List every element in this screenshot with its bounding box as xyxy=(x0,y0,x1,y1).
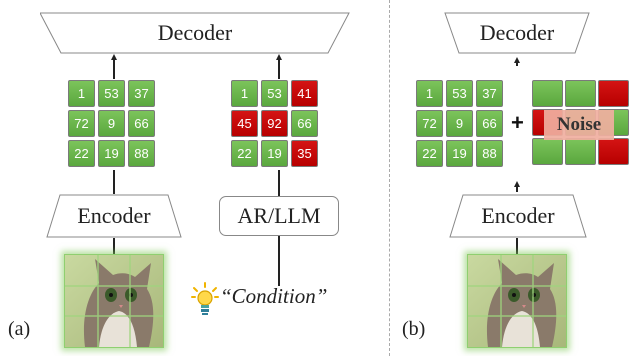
token-cell: 19 xyxy=(446,140,473,167)
arrow-line xyxy=(113,58,115,79)
token-cell: 19 xyxy=(98,140,125,167)
encoder-label: Encoder xyxy=(481,203,555,228)
panel-b-label: (b) xyxy=(402,318,426,340)
token-cell: 88 xyxy=(476,140,503,167)
lightbulb-icon xyxy=(191,282,219,318)
token-cell xyxy=(565,80,596,107)
cat-image-a xyxy=(64,254,164,348)
token-cell: 35 xyxy=(291,140,318,167)
decoder-label: Decoder xyxy=(479,20,555,45)
token-cell: 9 xyxy=(98,110,125,137)
arrowhead xyxy=(276,54,282,60)
token-cell: 66 xyxy=(128,110,155,137)
token-cell: 53 xyxy=(446,80,473,107)
noise-overlay: Noise xyxy=(544,110,614,140)
token-cell xyxy=(532,80,563,107)
arrow-line xyxy=(278,58,280,79)
token-cell: 72 xyxy=(416,110,443,137)
token-cell: 53 xyxy=(261,80,288,107)
token-cell: 22 xyxy=(231,140,258,167)
token-cell xyxy=(565,138,596,165)
ar-llm-block: AR/LLM xyxy=(219,196,339,236)
token-cell xyxy=(598,138,629,165)
arrow-line xyxy=(516,60,518,66)
token-cell: 1 xyxy=(416,80,443,107)
condition-label: “Condition” xyxy=(220,284,328,308)
token-cell: 9 xyxy=(446,110,473,137)
cat-image-b xyxy=(467,254,567,348)
token-cell: 19 xyxy=(261,140,288,167)
connector-line xyxy=(278,170,280,196)
arrowhead xyxy=(111,54,117,60)
encoder-block-a: Encoder xyxy=(46,194,182,238)
token-cell: 45 xyxy=(231,110,258,137)
connector-line xyxy=(113,238,115,256)
arrowhead xyxy=(514,57,520,63)
panel-a-label: (a) xyxy=(8,318,31,340)
arrow-line xyxy=(516,186,518,192)
token-cell: 22 xyxy=(68,140,95,167)
token-cell: 1 xyxy=(68,80,95,107)
decoder-block-a: Decoder xyxy=(40,12,350,54)
token-cell: 41 xyxy=(291,80,318,107)
token-cell: 53 xyxy=(98,80,125,107)
plus-sign: + xyxy=(511,110,524,135)
token-cell: 37 xyxy=(476,80,503,107)
decoder-block-b: Decoder xyxy=(444,12,590,54)
token-cell xyxy=(532,138,563,165)
token-cell: 88 xyxy=(128,140,155,167)
decoder-label: Decoder xyxy=(157,20,233,45)
token-cell xyxy=(598,80,629,107)
ar-llm-label: AR/LLM xyxy=(237,203,321,228)
connector-line xyxy=(278,236,280,286)
token-cell: 66 xyxy=(476,110,503,137)
token-cell: 22 xyxy=(416,140,443,167)
connector-line xyxy=(113,170,115,194)
token-cell: 92 xyxy=(261,110,288,137)
token-cell: 72 xyxy=(68,110,95,137)
encoder-block-b: Encoder xyxy=(449,194,587,238)
arrowhead xyxy=(514,181,520,187)
noise-label: Noise xyxy=(556,114,602,135)
token-cell: 1 xyxy=(231,80,258,107)
panel-divider xyxy=(389,0,390,356)
encoder-label: Encoder xyxy=(77,203,151,228)
token-cell: 37 xyxy=(128,80,155,107)
token-cell: 66 xyxy=(291,110,318,137)
connector-line xyxy=(516,238,518,254)
